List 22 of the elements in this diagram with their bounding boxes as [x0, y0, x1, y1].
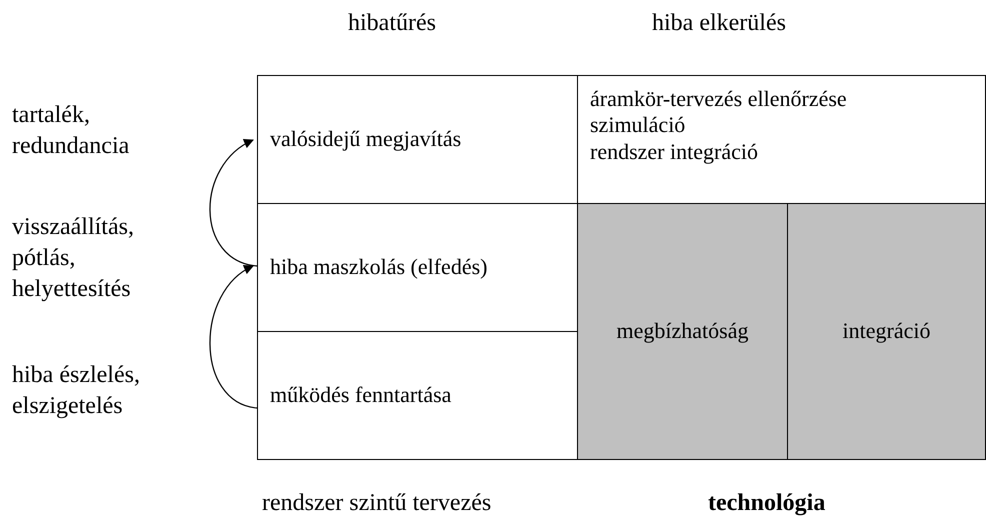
label-text: rendszer szintű tervezés [262, 489, 492, 518]
curved-arrow [209, 139, 258, 267]
label-text: hiba észlelés, elszigetelés [12, 361, 141, 422]
cell-text: valósidejű megjavítás [270, 126, 462, 153]
cell-text: megbízhatóság [616, 318, 748, 345]
table-cell [577, 75, 986, 204]
cell-text: integráció [842, 318, 930, 345]
table-cell [257, 331, 578, 460]
cell-text: hiba maszkolás (elfedés) [270, 254, 488, 281]
cell-text: működés fenntartása [270, 382, 452, 409]
label-text: tartalék, redundancia [12, 101, 130, 162]
label-text: visszaállítás, pótlás, helyettesítés [12, 213, 135, 304]
table-cell [257, 75, 578, 204]
cell-text: rendszer integráció [590, 138, 758, 166]
cell-text: áramkör-tervezés ellenőrzése [590, 86, 847, 112]
shaded-table-cell [787, 203, 986, 460]
label-text: hiba elkerülés [652, 9, 786, 38]
shaded-table-cell [577, 203, 788, 460]
label-text: hibatűrés [348, 9, 436, 38]
cell-text: szimuláció [590, 112, 686, 139]
label-text: technológia [708, 489, 826, 518]
curved-arrow [209, 265, 258, 409]
